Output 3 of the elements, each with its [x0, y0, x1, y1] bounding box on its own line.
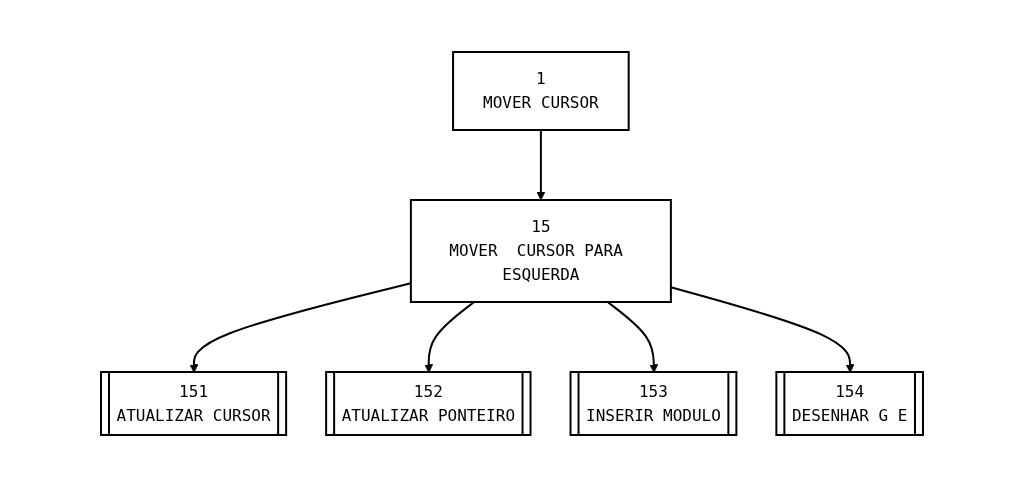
arrow [536, 128, 546, 200]
node-box: 15 MOVER CURSOR PARA ESQUERDA [409, 198, 672, 303]
node-box: 1 MOVER CURSOR [452, 50, 630, 131]
